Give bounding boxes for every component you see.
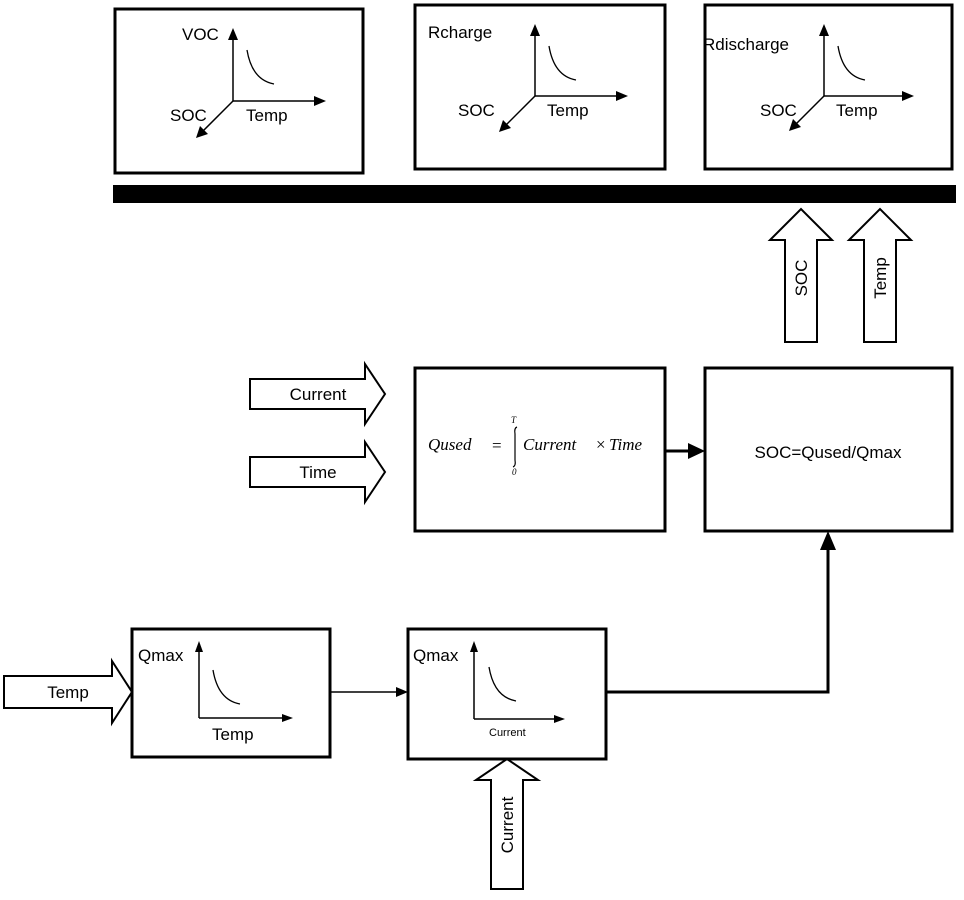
rcharge-soc-label: SOC [458,101,495,120]
voc-axis-label: VOC [182,25,219,44]
integration-variable: Time [609,435,643,454]
voc-lookup-box: VOC SOC Temp [113,7,365,175]
soc-formula: SOC=Qused/Qmax [755,443,902,462]
integrand-current: Current [523,435,577,454]
qused-integral-box: Qused = T 0 Current × Time [413,366,667,533]
integral-upper-limit: T [511,415,517,425]
times-sign: × [596,435,606,454]
time-input-arrow: Time [249,438,387,506]
rcharge-lookup-box: Rcharge SOC Temp [413,3,667,171]
qmax-temp-x-label: Temp [212,725,254,744]
soc-up-arrow-label: SOC [792,260,811,297]
qmax-chain-arrow [330,687,408,697]
rcharge-axis-label: Rcharge [428,23,492,42]
integral-lower-limit: 0 [512,467,517,477]
qused-to-soc-arrow [665,443,705,459]
qmax-temp-box: Qmax Temp [130,627,332,759]
rdischarge-lookup-box: Rdischarge SOC Temp [703,3,954,171]
qmax-current-y-label: Qmax [413,646,459,665]
qused-lhs: Qused [428,435,472,454]
rcharge-temp-label: Temp [547,101,589,120]
current-input-arrow: Current [249,360,387,428]
temp-up-arrow: Temp [846,207,914,343]
temp-input-label: Temp [47,683,89,702]
voc-temp-label: Temp [246,106,288,125]
current-bottom-input-arrow: Current [472,757,542,890]
qused-equals: = [492,436,502,455]
qmax-to-soc-arrow [606,531,836,694]
temp-input-arrow: Temp [3,657,134,727]
integral-sign [512,426,518,468]
current-bottom-input-label: Current [498,796,517,853]
rdischarge-soc-label: SOC [760,101,797,120]
soc-up-arrow: SOC [767,207,835,343]
soc-formula-box: SOC=Qused/Qmax [703,366,954,533]
rdischarge-axis-label: Rdischarge [703,35,789,54]
rdischarge-temp-label: Temp [836,101,878,120]
qmax-current-x-label: Current [489,727,526,739]
current-input-label: Current [290,385,347,404]
temp-up-arrow-label: Temp [871,257,890,299]
qmax-current-box: Qmax Current [406,627,608,761]
voc-soc-label: SOC [170,106,207,125]
qmax-temp-y-label: Qmax [138,646,184,665]
bus-bar [113,185,956,203]
time-input-label: Time [299,463,336,482]
